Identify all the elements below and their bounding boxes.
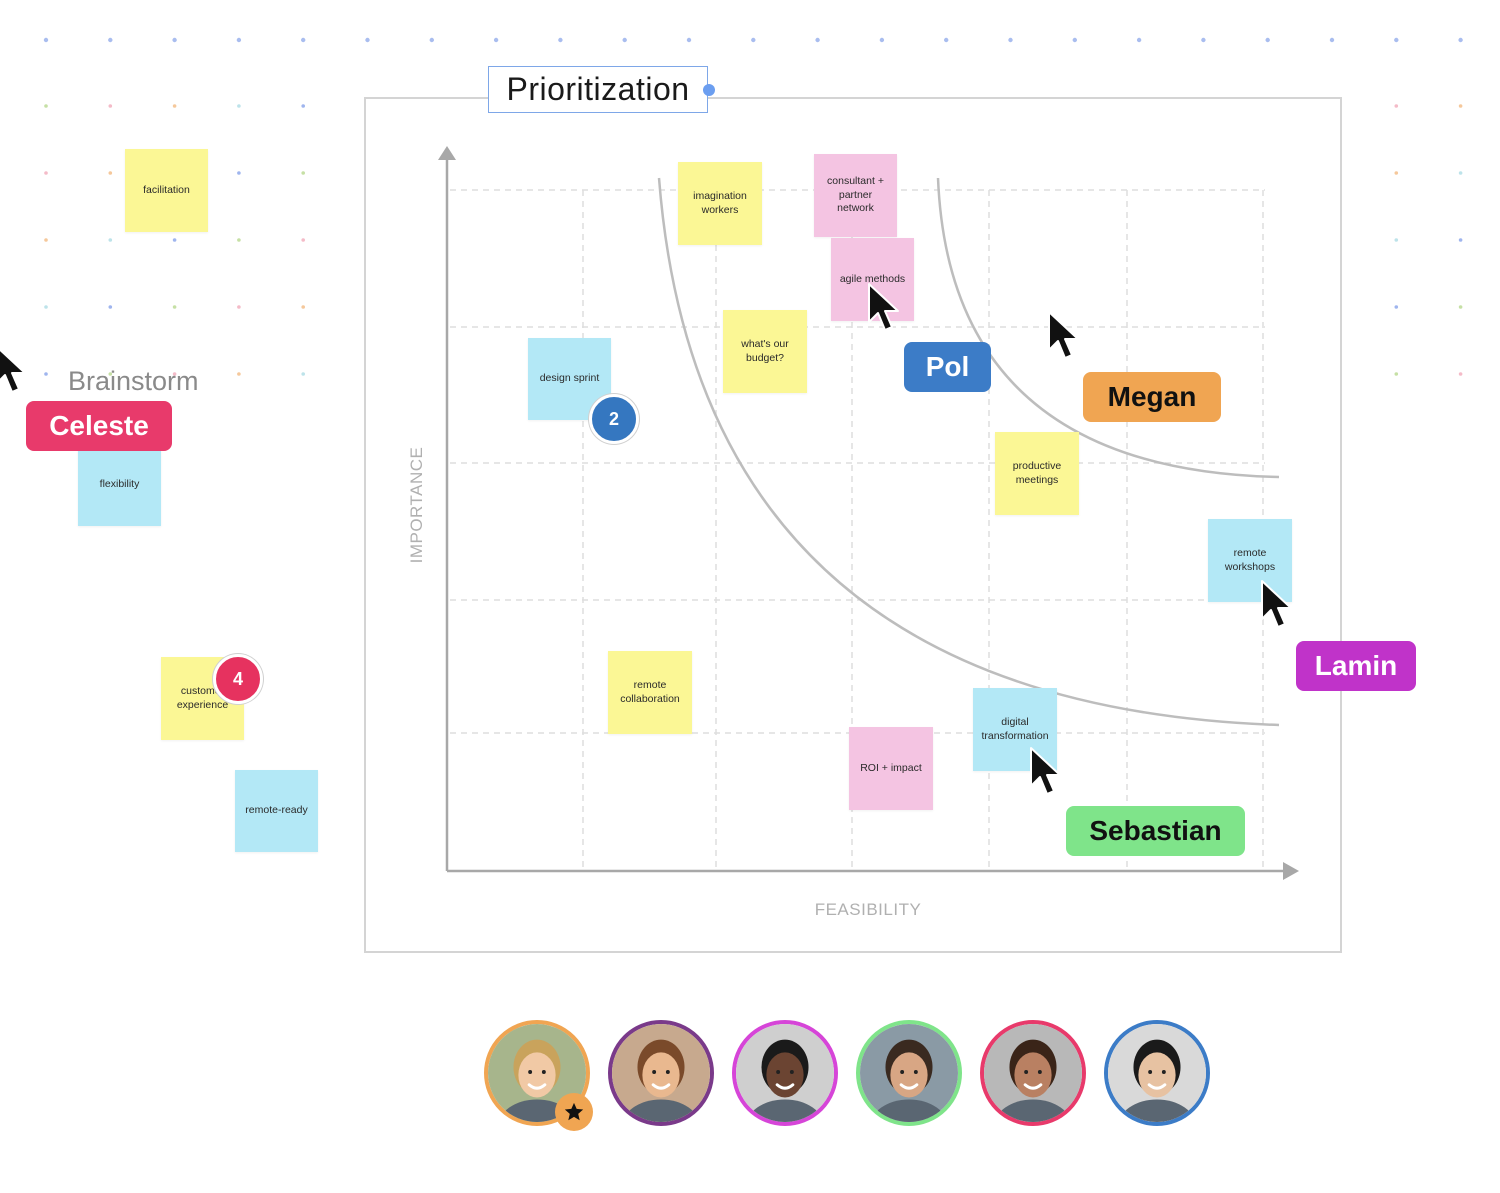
sticky-note-design-sprint[interactable]: design sprint	[528, 338, 611, 420]
collaborator-tag-megan: Megan	[1083, 372, 1221, 422]
participant-avatar[interactable]	[608, 1020, 714, 1126]
comment-count-badge[interactable]: 4	[213, 654, 263, 704]
collaborator-tag-pol: Pol	[904, 342, 991, 392]
avatar-photo	[736, 1024, 834, 1122]
participant-avatar[interactable]	[732, 1020, 838, 1126]
collaborator-tag-sebastian: Sebastian	[1066, 806, 1245, 856]
avatar-photo	[1108, 1024, 1206, 1122]
participant-avatar[interactable]	[980, 1020, 1086, 1126]
collaborator-tag-celeste: Celeste	[26, 401, 172, 451]
avatar-photo	[488, 1024, 586, 1122]
mouse-pointer-icon	[1261, 580, 1292, 628]
frame-title[interactable]: Prioritization	[488, 66, 708, 113]
comment-count-badge[interactable]: 2	[589, 394, 639, 444]
mouse-pointer-icon	[1030, 747, 1061, 795]
mouse-pointer-icon	[1048, 311, 1079, 359]
prioritization-frame[interactable]	[364, 97, 1342, 953]
sticky-note-roi-impact[interactable]: ROI + impact	[849, 727, 933, 810]
section-label-brainstorm: Brainstorm	[68, 366, 199, 396]
sticky-note-imagination-workers[interactable]: imagination workers	[678, 162, 762, 245]
sticky-note-digital-transformation[interactable]: digital transformation	[973, 688, 1057, 771]
sticky-note-flexibility[interactable]: flexibility	[78, 444, 161, 526]
avatar-photo	[984, 1024, 1082, 1122]
sticky-note-consultant-partner-network[interactable]: consultant + partner network	[814, 154, 897, 237]
mouse-pointer-icon	[868, 283, 899, 331]
collaborator-tag-lamin: Lamin	[1296, 641, 1416, 691]
participant-avatar[interactable]	[1104, 1020, 1210, 1126]
avatar-photo	[612, 1024, 710, 1122]
x-axis-label: FEASIBILITY	[814, 900, 922, 919]
sticky-note-remote-collaboration[interactable]: remote collaboration	[608, 651, 692, 734]
sticky-note-whats-our-budget[interactable]: what's our budget?	[723, 310, 807, 393]
sticky-note-remote-ready[interactable]: remote-ready	[235, 770, 318, 852]
avatar-photo	[860, 1024, 958, 1122]
sticky-note-remote-workshops[interactable]: remote workshops	[1208, 519, 1292, 602]
sticky-note-productive-meetings[interactable]: productive meetings	[995, 432, 1079, 515]
participant-avatar[interactable]	[856, 1020, 962, 1126]
sticky-note-facilitation[interactable]: facilitation	[125, 149, 208, 232]
star-icon	[564, 1102, 584, 1121]
mouse-pointer-icon	[0, 348, 26, 393]
y-axis-label: IMPORTANCE	[407, 446, 426, 564]
canvas-dot-grid	[43, 37, 1463, 376]
frame-resize-handle[interactable]	[703, 84, 715, 96]
participant-avatar[interactable]	[484, 1020, 590, 1126]
host-badge	[555, 1093, 593, 1131]
